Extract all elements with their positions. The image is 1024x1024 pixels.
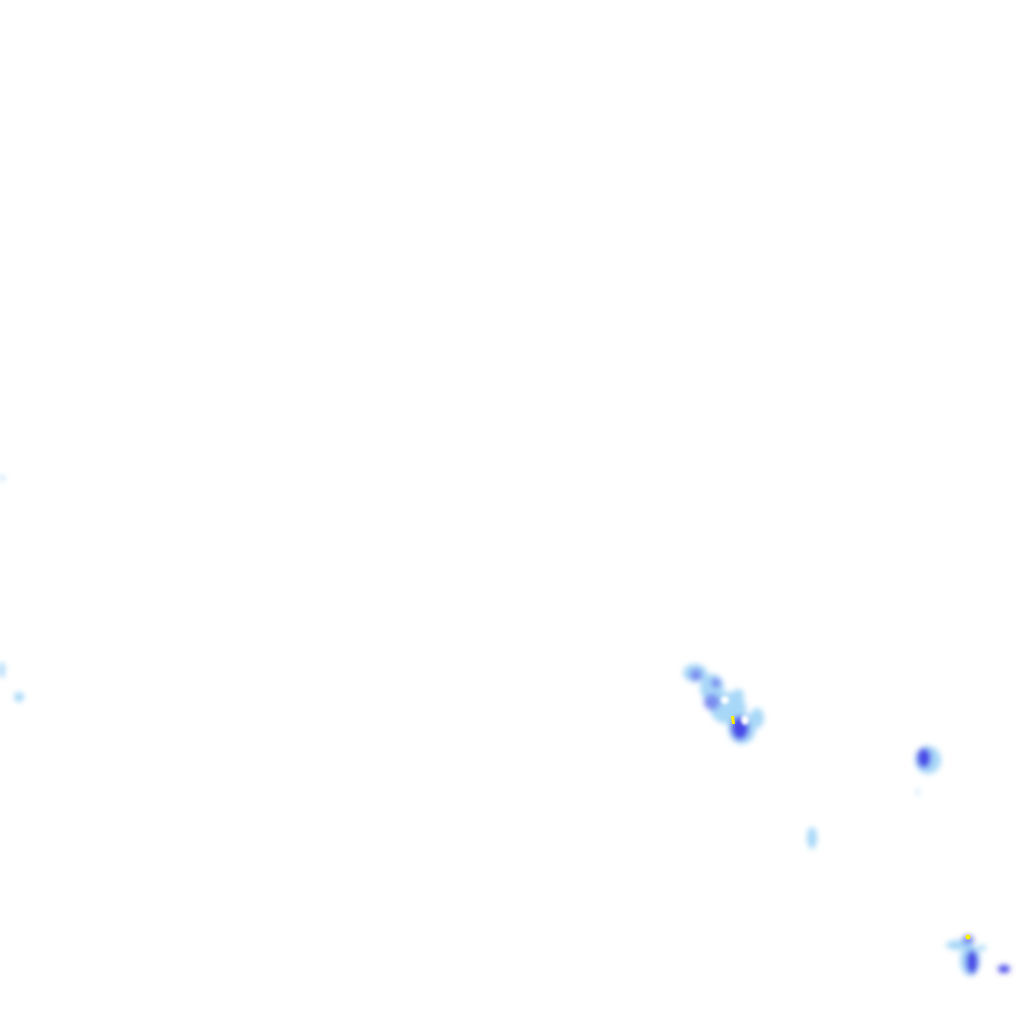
precip-echo	[704, 694, 720, 710]
precip-cell-left-edge	[0, 476, 24, 702]
precip-cell-east	[915, 746, 941, 794]
precip-echo	[998, 965, 1010, 973]
precip-echo	[966, 950, 978, 974]
intense-core	[731, 716, 735, 724]
intense-core	[965, 934, 971, 940]
precip-echo	[750, 708, 764, 728]
precip-echo	[14, 692, 24, 702]
precip-cell-southeast	[946, 934, 1010, 976]
precip-echo	[711, 678, 721, 688]
precip-echo	[0, 662, 5, 678]
precip-echo	[690, 669, 702, 681]
precip-cell-main	[683, 664, 764, 744]
precip-cell-small	[807, 827, 817, 849]
precip-echo	[962, 935, 974, 945]
precip-echo	[978, 945, 986, 951]
precip-echo	[732, 689, 744, 701]
precip-echo	[0, 476, 5, 480]
precip-echo	[917, 748, 931, 768]
precip-echo	[916, 790, 920, 794]
precip-echo	[807, 827, 817, 849]
